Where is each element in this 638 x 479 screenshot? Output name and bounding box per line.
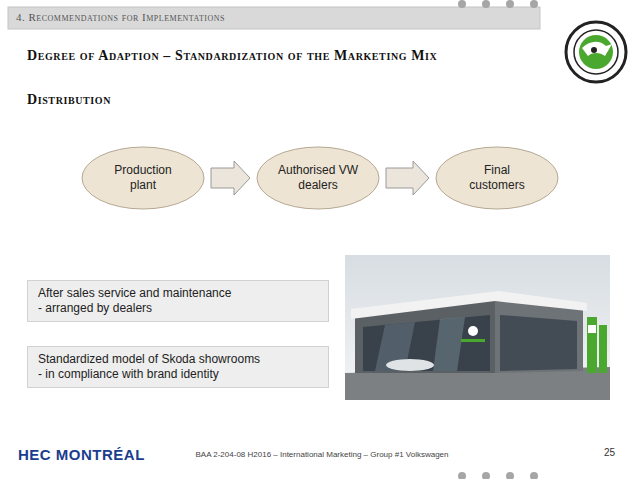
skoda-logo xyxy=(566,22,626,82)
flow-arrow xyxy=(386,161,429,195)
note-detail: - arranged by dealers xyxy=(38,301,318,316)
flow-arrow xyxy=(211,161,250,195)
footer-dots xyxy=(458,472,538,479)
slide-title: Degree of Adaption – Standardization of … xyxy=(27,48,437,64)
node-label: Authorised VW dealers xyxy=(276,163,360,193)
header-dots xyxy=(458,0,538,8)
node-label: Final customers xyxy=(455,163,539,193)
note-detail: - in compliance with brand identity xyxy=(38,367,318,382)
showroom-photo xyxy=(345,255,610,400)
note-heading: After sales service and maintenance xyxy=(38,286,318,301)
header-bar xyxy=(8,7,540,29)
note-box: Standardized model of Skoda showrooms- i… xyxy=(27,346,329,388)
process-ellipse: Authorised VW dealers xyxy=(256,146,380,210)
note-heading: Standardized model of Skoda showrooms xyxy=(38,352,318,367)
school-logo-text: HEC MONTRÉAL xyxy=(18,446,145,463)
subheading: Distribution xyxy=(27,92,111,108)
node-label: Production plant xyxy=(101,163,185,193)
note-box: After sales service and maintenance- arr… xyxy=(27,280,329,322)
page-number: 25 xyxy=(604,447,615,458)
section-label: 4. Recommendations for Implementations xyxy=(16,11,225,23)
process-ellipse: Production plant xyxy=(81,146,205,210)
footer-text: BAA 2-204-08 H2016 – International Marke… xyxy=(195,450,448,459)
process-ellipse: Final customers xyxy=(435,146,559,210)
